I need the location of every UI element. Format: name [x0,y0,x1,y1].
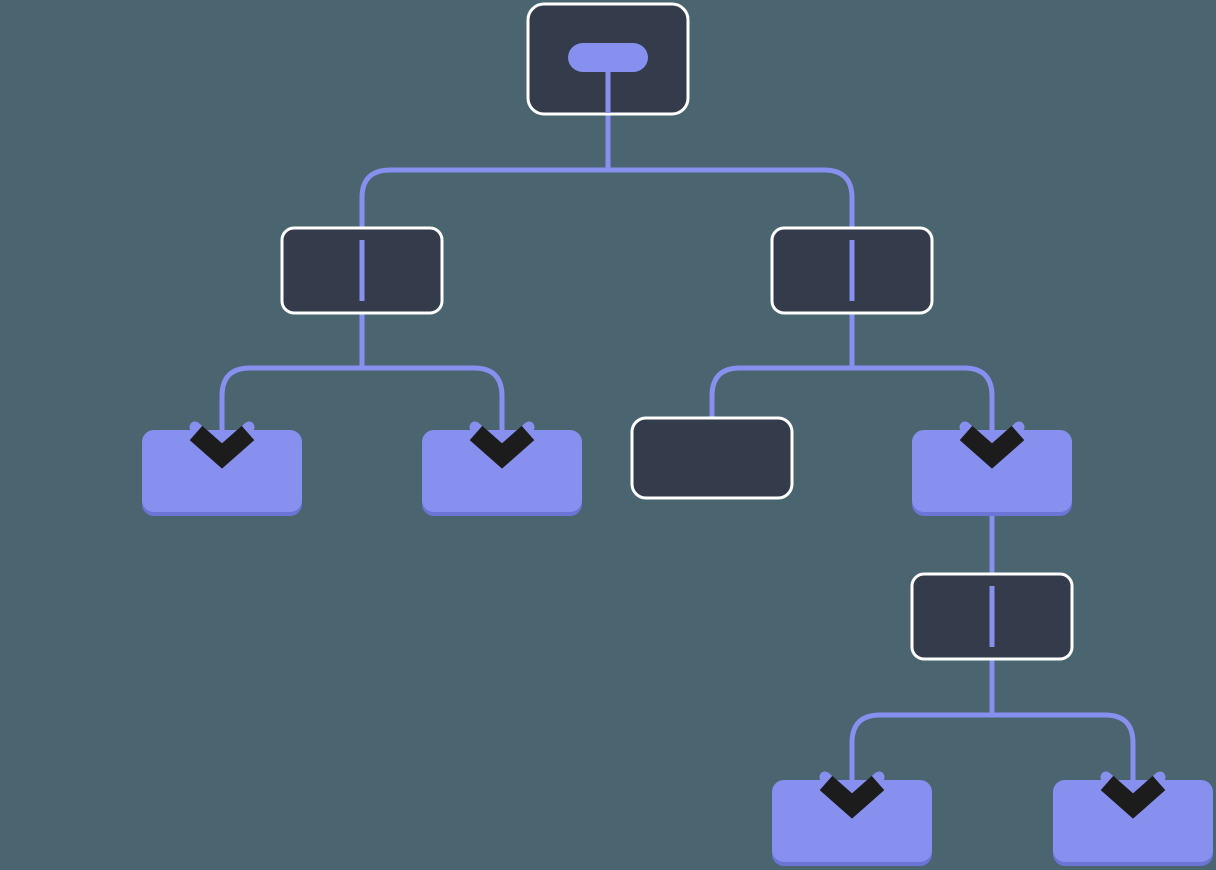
node-leaf-b-body [422,430,582,512]
connector-node1-left-to-n2a [219,365,362,450]
node-leaf-f-body [1053,780,1213,862]
node-leaf-f[interactable] [1053,780,1213,866]
connector-n3-to-n4b [992,712,1136,800]
node-leaf-e-body [772,780,932,862]
connectors-layer [219,113,1136,800]
connector-n3-to-n4a [849,712,992,800]
node-leaf-b[interactable] [422,430,582,516]
connector-root-to-node1-right [608,167,855,240]
node-empty-c[interactable] [630,416,794,500]
dark-nodes-layer [280,2,1074,661]
node-leaf-d[interactable] [912,430,1072,516]
node-branch-left[interactable] [280,226,444,315]
connector-node1-right-to-n2c [709,365,852,418]
connector-node1-right-to-n2d [852,365,995,450]
connector-root-to-node1-left [359,167,608,240]
node-branch-right[interactable] [770,226,934,315]
node-root-pill-icon [568,43,648,72]
node-empty-c-body [630,416,794,500]
node-branch-sub[interactable] [910,572,1074,661]
node-leaf-a[interactable] [142,430,302,516]
node-leaf-a-body [142,430,302,512]
connector-node1-left-to-n2b [362,365,505,450]
node-root[interactable] [526,2,690,116]
node-leaf-d-body [912,430,1072,512]
purple-nodes-layer [142,430,1213,866]
node-leaf-e[interactable] [772,780,932,866]
